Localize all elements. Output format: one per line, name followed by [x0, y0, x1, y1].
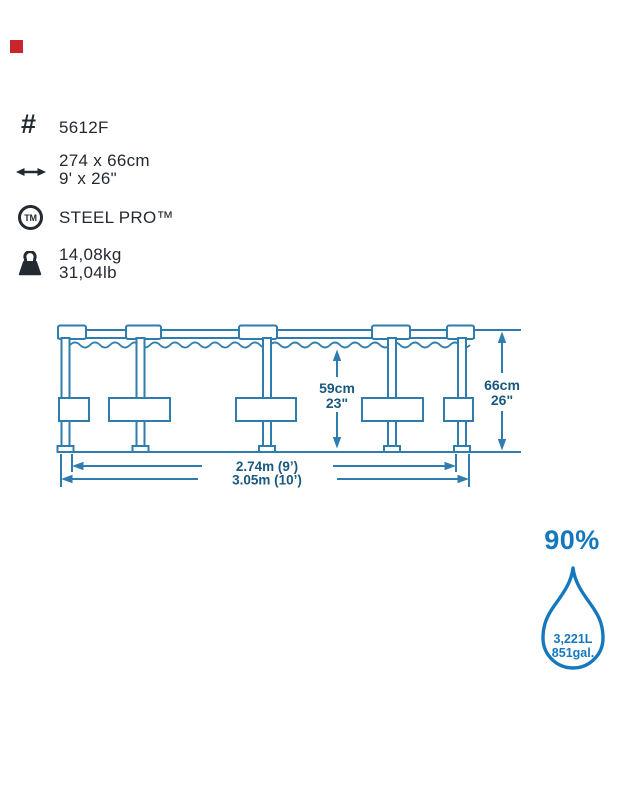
rail-joint-plate — [371, 324, 411, 340]
pool-leg — [387, 337, 397, 449]
red-marker — [10, 40, 23, 53]
support-band — [58, 397, 90, 422]
weight-imperial: 31,04lb — [59, 262, 117, 282]
size-imperial: 9' x 26" — [59, 168, 117, 188]
weight-icon — [18, 251, 42, 276]
bottom-diameter-label: 3.05m (10’) — [232, 473, 302, 488]
volume-gallons-label: 851gal. — [552, 646, 594, 660]
pool-leg — [60, 337, 71, 449]
weight-value: 14,08kg 31,04lb — [59, 246, 122, 281]
rail-joint-plate — [125, 324, 162, 340]
support-band — [235, 397, 297, 422]
rail-joint-plate — [446, 324, 475, 340]
size-metric: 274 x 66cm — [59, 151, 150, 170]
pool-leg — [457, 337, 467, 449]
pool-side-view-diagram: 59cm 23" 66cm 26" 2.74m (9’) 3.05m (10’) — [56, 324, 521, 488]
wall-height-metric-label: 66cm — [484, 377, 520, 393]
series-name: STEEL PRO™ — [59, 208, 174, 227]
support-band — [361, 397, 424, 422]
dimension-arrowheads — [61, 331, 507, 484]
support-band — [443, 397, 474, 422]
item-number-value: 5612F — [59, 118, 109, 137]
wall-height-imperial-label: 26" — [491, 392, 513, 408]
hash-icon: # — [21, 109, 37, 139]
pool-leg — [135, 337, 146, 449]
pool-leg — [262, 337, 272, 449]
rail-joint-plate — [238, 324, 278, 340]
water-drop-icon: 3,221L 851gal. — [541, 566, 605, 670]
weight-metric: 14,08kg — [59, 245, 122, 264]
size-value: 274 x 66cm 9' x 26" — [59, 152, 150, 187]
water-height-metric-label: 59cm — [319, 380, 355, 396]
trademark-icon: TM — [18, 205, 43, 230]
tm-letters: TM — [24, 212, 37, 223]
rail-joint-plate — [57, 324, 87, 340]
arrow-left-right-icon — [16, 168, 46, 176]
support-band — [108, 397, 171, 422]
top-diameter-label: 2.74m (9’) — [236, 459, 298, 474]
water-height-imperial-label: 23" — [326, 395, 348, 411]
volume-liters-label: 3,221L — [554, 632, 593, 646]
fill-percent-label: 90% — [544, 525, 600, 555]
